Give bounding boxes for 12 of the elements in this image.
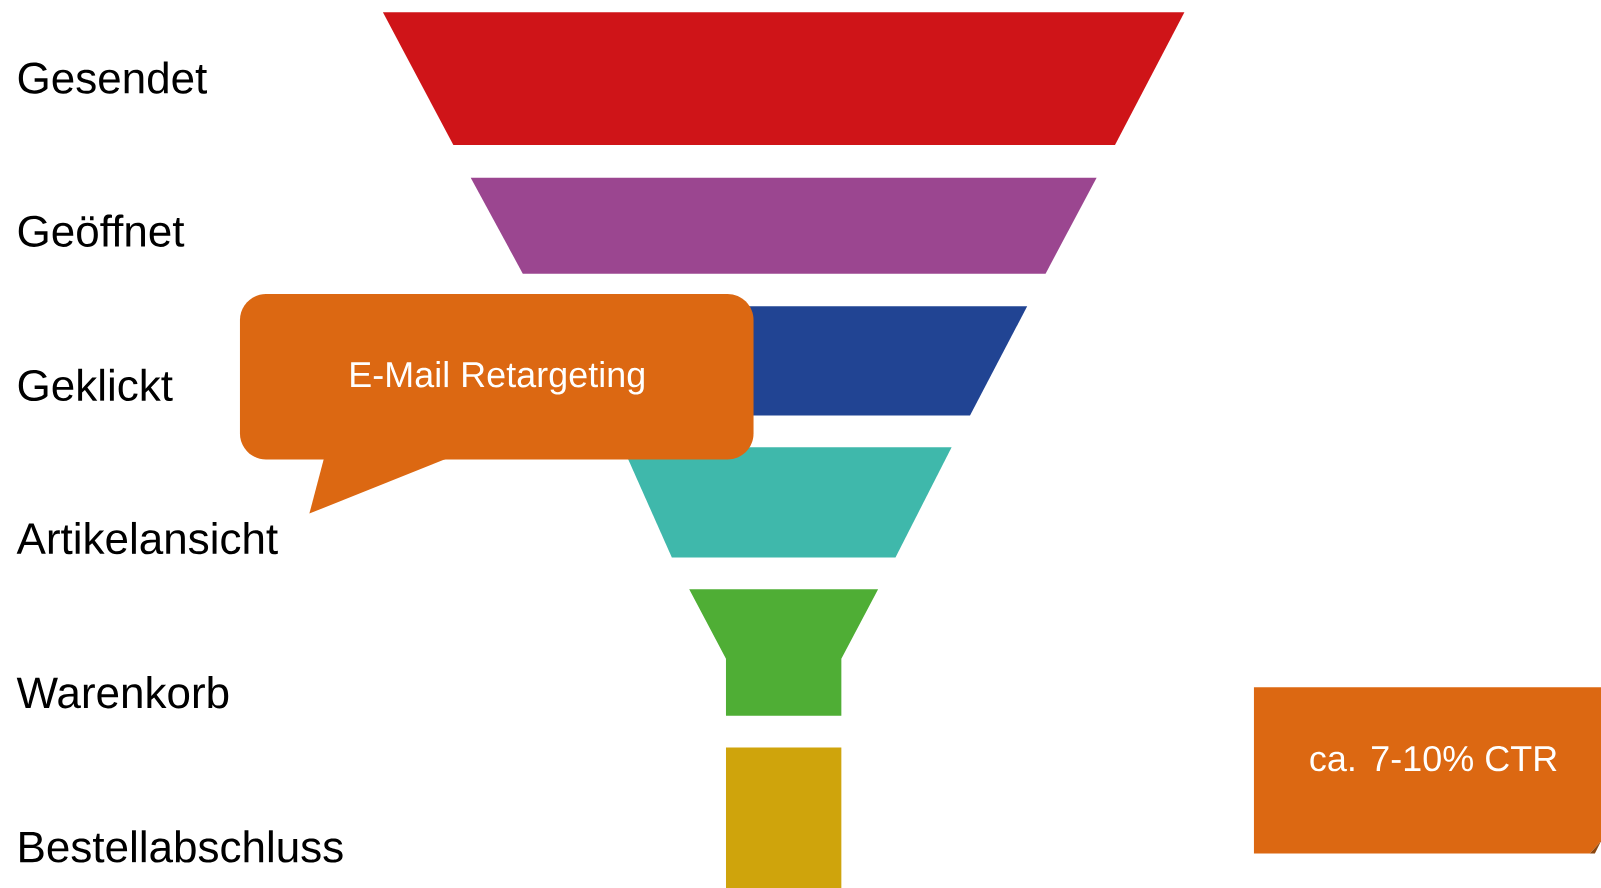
funnel-neck (689, 589, 879, 716)
funnel-segment (382, 12, 1185, 145)
speech-bubble-tooltip: E-Mail Retargeting (239, 293, 754, 514)
stage-label: Geklickt (18, 368, 173, 401)
stage-label: Gesendet (18, 61, 207, 94)
funnel-segment (470, 177, 1097, 274)
stage-label: Bestellabschluss (20, 830, 343, 863)
stage-label: Artikelansicht (16, 521, 278, 555)
stage-label: Warenkorb (16, 675, 229, 709)
funnel-stem (725, 747, 842, 888)
stage-label: Geöffnet (18, 214, 185, 247)
note-box: ca. 7-10% CTR (1253, 687, 1601, 854)
